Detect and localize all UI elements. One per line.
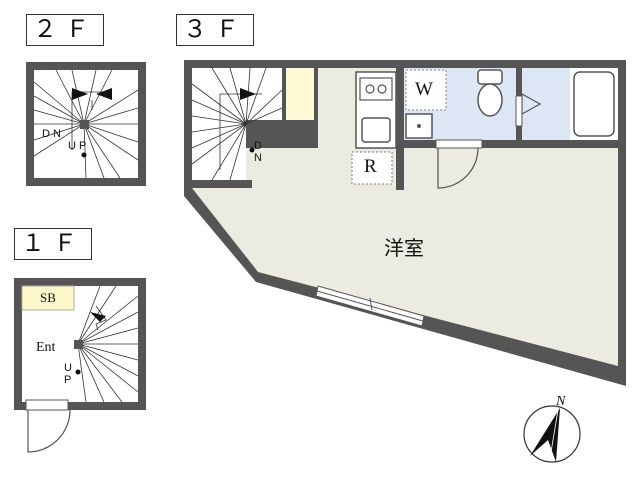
stair-dot-icon <box>75 369 81 375</box>
newel-post <box>74 340 83 349</box>
newel-post <box>80 120 89 129</box>
washer-label: W <box>415 79 433 100</box>
door-swing <box>27 409 71 453</box>
floor-2-label: ２Ｆ <box>26 14 104 46</box>
compass-icon <box>523 405 581 463</box>
washer-space <box>405 69 447 111</box>
bathtub-icon <box>573 71 615 137</box>
main-room-label: 洋室 <box>384 236 424 260</box>
main-room-floor <box>192 148 618 366</box>
stove-icon <box>359 77 393 101</box>
sink-icon <box>361 117 391 143</box>
shoebox-label: SB <box>40 290 56 305</box>
arrow-icon <box>90 312 106 322</box>
arrow-icon <box>96 88 112 100</box>
floor-3-plan <box>184 60 626 386</box>
floor-2-plan <box>26 62 146 186</box>
stair-dot-icon <box>81 152 87 158</box>
north-label: N <box>556 394 566 409</box>
window <box>315 285 425 327</box>
arrow-icon <box>72 88 88 100</box>
stair-down-label-2f: D N <box>42 128 61 140</box>
floor-1-plan <box>14 278 146 453</box>
entrance-label: Ent <box>36 340 56 355</box>
stair-dot-icon <box>249 147 255 153</box>
stair-3f <box>191 67 283 181</box>
shoe-box <box>21 285 75 311</box>
entrance-door <box>25 399 69 411</box>
closet <box>286 68 314 122</box>
door-swing <box>437 147 479 189</box>
stair-up-label-2f: U P <box>68 140 87 152</box>
fridge-label: R <box>364 156 377 177</box>
bathroom <box>522 68 570 140</box>
stair-up-label-1f: U P <box>64 362 72 386</box>
toilet-icon <box>477 69 503 117</box>
fridge-space <box>351 151 393 185</box>
floor-1-label: １Ｆ <box>14 228 92 260</box>
stair-1f <box>77 285 139 403</box>
arrow-icon <box>240 88 256 100</box>
stair-down-label-3f: D N <box>254 140 262 164</box>
floor-3-label: ３Ｆ <box>176 14 254 46</box>
